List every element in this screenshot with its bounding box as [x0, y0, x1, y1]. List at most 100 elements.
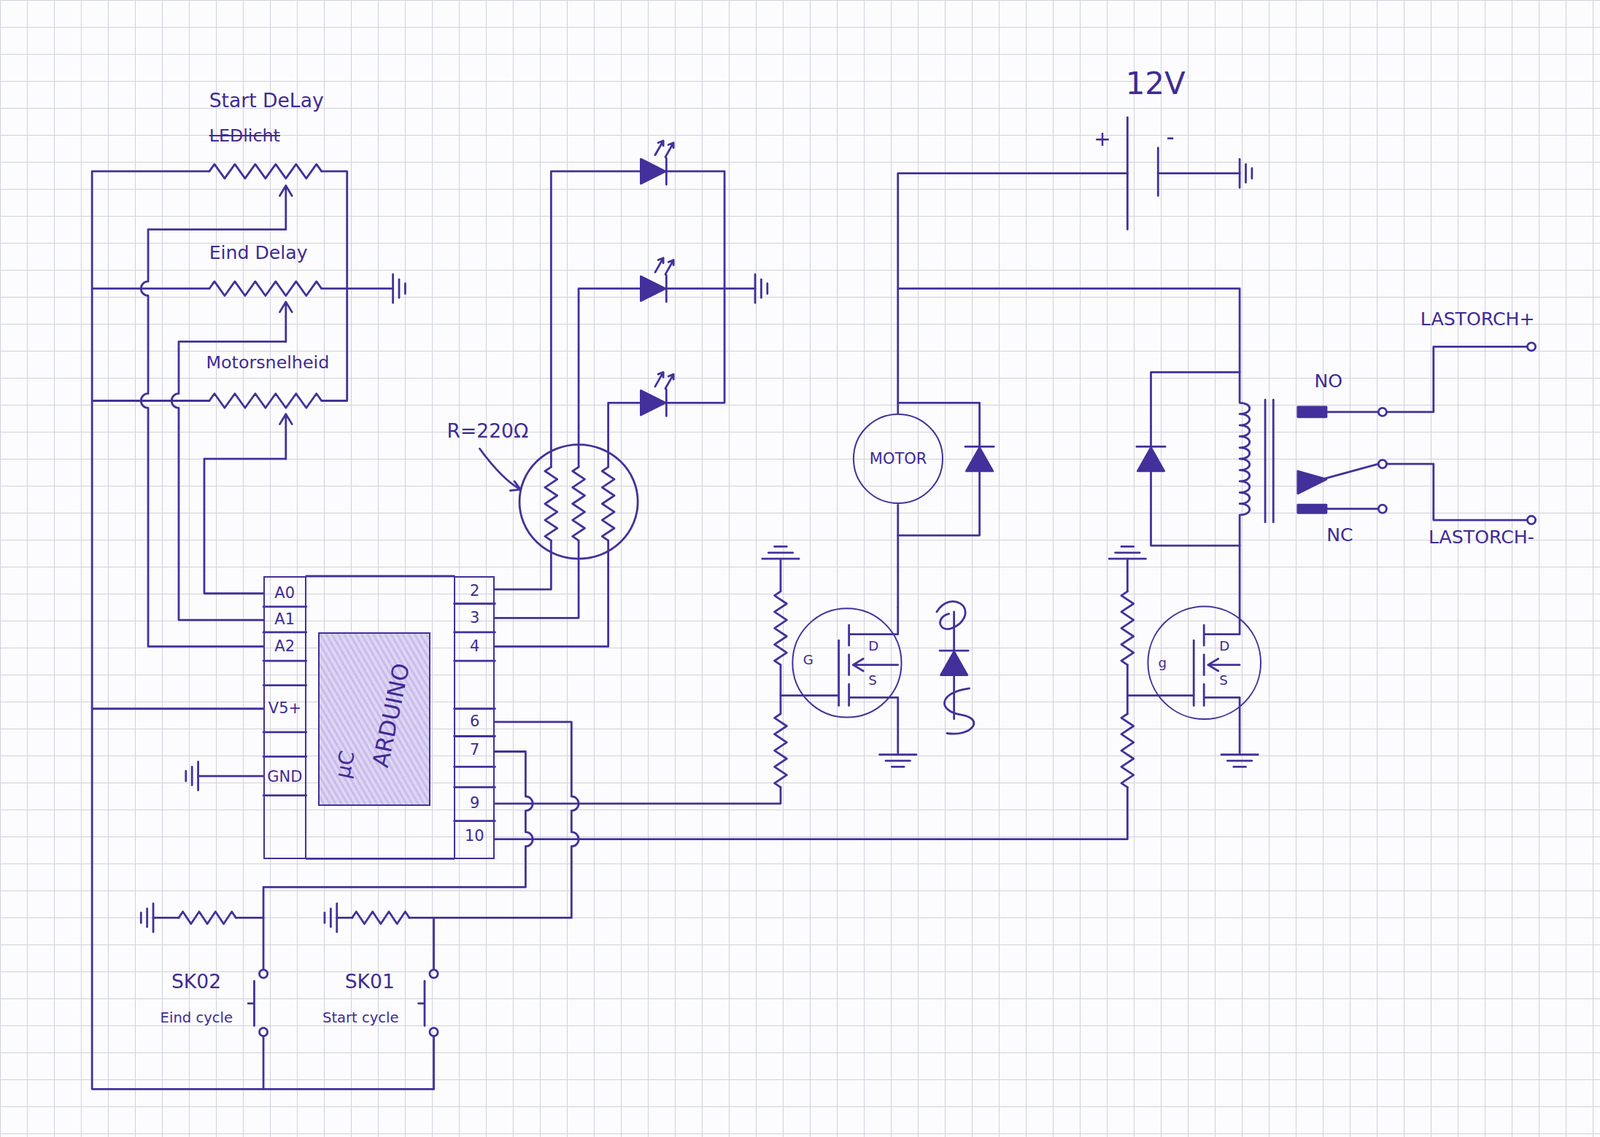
- motor-label: MOTOR: [869, 450, 927, 468]
- ground-symbol: [140, 903, 154, 933]
- pin-label: A2: [274, 638, 295, 656]
- resistor-symbol: [774, 591, 788, 666]
- board-outline: [306, 576, 455, 859]
- ground-symbol: [1239, 159, 1252, 188]
- mosfet-symbol: [780, 607, 899, 756]
- pin-letter: D: [1219, 639, 1230, 654]
- ground-symbol: [1221, 755, 1258, 768]
- terminal: [1378, 460, 1387, 469]
- output-wire: [1386, 346, 1528, 521]
- terminal: [1527, 515, 1536, 524]
- switch-contact: [429, 1027, 438, 1037]
- pin-header: A0A1A2V5+GND: [263, 576, 307, 859]
- terminal-label: LASTORCH+: [1420, 309, 1536, 330]
- pin-letter: S: [1219, 673, 1228, 689]
- potentiometer-symbol: [209, 281, 322, 297]
- polarity-sign: +: [1093, 128, 1111, 152]
- resistor-group-outline: [519, 445, 638, 560]
- circle-shape: [853, 414, 943, 504]
- pullup-wire: [153, 917, 264, 920]
- signal-wire: [1126, 558, 1129, 715]
- led-symbol: [640, 140, 674, 185]
- switch-contact: [259, 1027, 268, 1037]
- pin-label: GND: [267, 768, 303, 786]
- pin-label: 4: [469, 638, 480, 656]
- switch-label: SK01: [345, 971, 395, 993]
- switch-symbol: [418, 981, 435, 1090]
- terminal-label: LASTORCH-: [1428, 527, 1535, 548]
- switch-contact: [259, 970, 268, 979]
- polarity-sign: -: [1166, 124, 1175, 150]
- ground-wire: [198, 775, 264, 778]
- pin-letter: D: [868, 639, 879, 654]
- mosfet-circle: DGS: [790, 607, 904, 720]
- struck-label: LEDlicht: [209, 126, 281, 146]
- potentiometer-symbol: [209, 164, 322, 179]
- power-wire: [898, 173, 1240, 414]
- wiper-arrow: [279, 185, 292, 459]
- motor-circle: MOTOR: [852, 412, 945, 505]
- resistor-symbol: [572, 466, 586, 541]
- value-label: R=220Ω: [447, 420, 529, 442]
- switch-label: Eind cycle: [160, 1010, 233, 1027]
- resistor-symbol: [352, 911, 410, 925]
- signal-wire: [494, 558, 780, 805]
- resistor-symbol: [1121, 591, 1134, 666]
- pin-letter: S: [868, 673, 877, 689]
- contact-label: NC: [1326, 525, 1353, 546]
- ground-symbol: [1108, 546, 1146, 559]
- ground-symbol: [186, 761, 199, 791]
- ground-symbol: [755, 274, 768, 303]
- scribble: [936, 601, 975, 734]
- diode-symbol: [1136, 446, 1166, 472]
- mosfet-circle: DgS: [1146, 604, 1263, 721]
- led-symbol: [640, 372, 674, 416]
- terminal: [1378, 407, 1387, 416]
- part-label: Eind Delay: [209, 242, 308, 264]
- signal-wire: [171, 341, 287, 621]
- signal-wire: [204, 458, 287, 594]
- ground-symbol: [879, 755, 917, 768]
- contact-label: NO: [1313, 371, 1343, 392]
- ground-wire: [321, 171, 394, 402]
- pin-divider: [263, 607, 307, 796]
- pin-label: 2: [469, 582, 480, 600]
- ground-symbol: [324, 903, 338, 933]
- pin-letter: g: [1157, 655, 1167, 671]
- terminal: [1527, 342, 1536, 351]
- leader-arrow: [479, 448, 521, 491]
- voltage-label: 12V: [1125, 67, 1186, 101]
- chip-label: µC: [331, 749, 360, 781]
- relay-coil: [1150, 372, 1250, 546]
- ground-symbol: [393, 274, 406, 303]
- relay-contact: [1297, 504, 1327, 513]
- ground-wire: [666, 171, 756, 403]
- part-label: Start DeLay: [209, 89, 324, 111]
- pin-label: 3: [469, 609, 480, 627]
- signal-wire: [494, 171, 641, 648]
- diode-symbol: [939, 650, 969, 676]
- pin-label: V5+: [268, 700, 302, 718]
- microcontroller-box: µCARDUINO: [318, 632, 431, 807]
- switch-label: Start cycle: [322, 1010, 400, 1027]
- pin-divider: [454, 604, 496, 822]
- wiring: [91, 117, 1536, 1090]
- signal-wire: [494, 787, 1128, 840]
- chip-label: ARDUINO: [368, 661, 415, 771]
- pin-label: 9: [469, 795, 480, 813]
- resistor-symbol: [1121, 714, 1134, 788]
- circle-shape: [792, 608, 902, 718]
- switch-symbol: [248, 981, 264, 1090]
- circle-shape: [1147, 607, 1261, 721]
- pin-label: 7: [469, 741, 480, 759]
- part-label: Motorsnelheid: [206, 353, 330, 373]
- terminal: [1378, 504, 1387, 513]
- relay-contact: [1297, 407, 1327, 418]
- relay-contact: [1297, 471, 1327, 494]
- resistor-symbol: [545, 466, 558, 541]
- wire-connector: [896, 504, 899, 608]
- resistor-symbol: [774, 714, 788, 788]
